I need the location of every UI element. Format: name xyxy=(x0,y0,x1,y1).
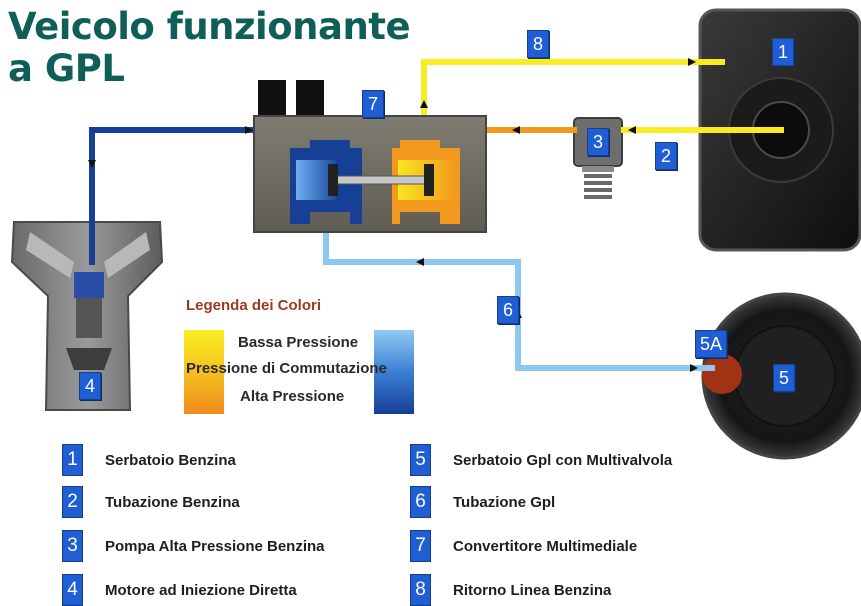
badge-1: 1 xyxy=(772,38,794,66)
badge-2: 2 xyxy=(655,142,677,170)
title-line-2: a GPL xyxy=(8,47,125,90)
badge-3: 3 xyxy=(587,128,609,156)
badge-8: 8 xyxy=(527,30,549,58)
legend-title: Legenda dei Colori xyxy=(186,297,322,314)
title-line-1: Veicolo funzionante xyxy=(8,5,411,48)
key-item-4: 4 Motore ad Iniezione Diretta xyxy=(62,574,297,606)
legend-high-pressure: Alta Pressione xyxy=(240,388,345,405)
key-label: Tubazione Gpl xyxy=(453,493,556,511)
engine xyxy=(10,221,164,411)
key-item-7: 7 Convertitore Multimediale xyxy=(410,530,637,562)
key-number: 5 xyxy=(410,444,431,476)
key-item-3: 3 Pompa Alta Pressione Benzina xyxy=(62,530,325,562)
badge-5a: 5A xyxy=(695,330,727,358)
badge-7: 7 xyxy=(362,90,384,118)
key-label: Convertitore Multimediale xyxy=(453,537,638,555)
badge-5: 5 xyxy=(773,364,795,392)
key-number: 2 xyxy=(62,486,83,518)
badge-6: 6 xyxy=(497,296,519,324)
legend-swatch-gas xyxy=(184,330,224,414)
key-label: Pompa Alta Pressione Benzina xyxy=(105,537,325,555)
key-number: 7 xyxy=(410,530,431,562)
key-number: 4 xyxy=(62,574,83,606)
key-label: Motore ad Iniezione Diretta xyxy=(105,581,297,599)
key-item-8: 8 Ritorno Linea Benzina xyxy=(410,574,611,606)
legend-switch-pressure: Pressione di Commutazione xyxy=(186,360,387,377)
key-item-1: 1 Serbatoio Benzina xyxy=(62,444,236,476)
key-label: Tubazione Benzina xyxy=(105,493,240,511)
badge-4: 4 xyxy=(79,372,101,400)
key-item-2: 2 Tubazione Benzina xyxy=(62,486,240,518)
key-number: 8 xyxy=(410,574,431,606)
key-item-6: 6 Tubazione Gpl xyxy=(410,486,555,518)
key-label: Serbatoio Benzina xyxy=(105,451,236,469)
key-number: 1 xyxy=(62,444,83,476)
key-label: Serbatoio Gpl con Multivalvola xyxy=(453,451,673,469)
key-label: Ritorno Linea Benzina xyxy=(453,581,612,599)
multimedia-converter xyxy=(253,80,487,233)
key-number: 3 xyxy=(62,530,83,562)
legend-low-pressure: Bassa Pressione xyxy=(238,334,359,351)
flow-arrows xyxy=(88,58,698,372)
key-item-5: 5 Serbatoio Gpl con Multivalvola xyxy=(410,444,672,476)
key-number: 6 xyxy=(410,486,431,518)
legend-swatch-petrol xyxy=(374,330,414,414)
page-title: Veicolo funzionante a GPL xyxy=(8,5,411,90)
